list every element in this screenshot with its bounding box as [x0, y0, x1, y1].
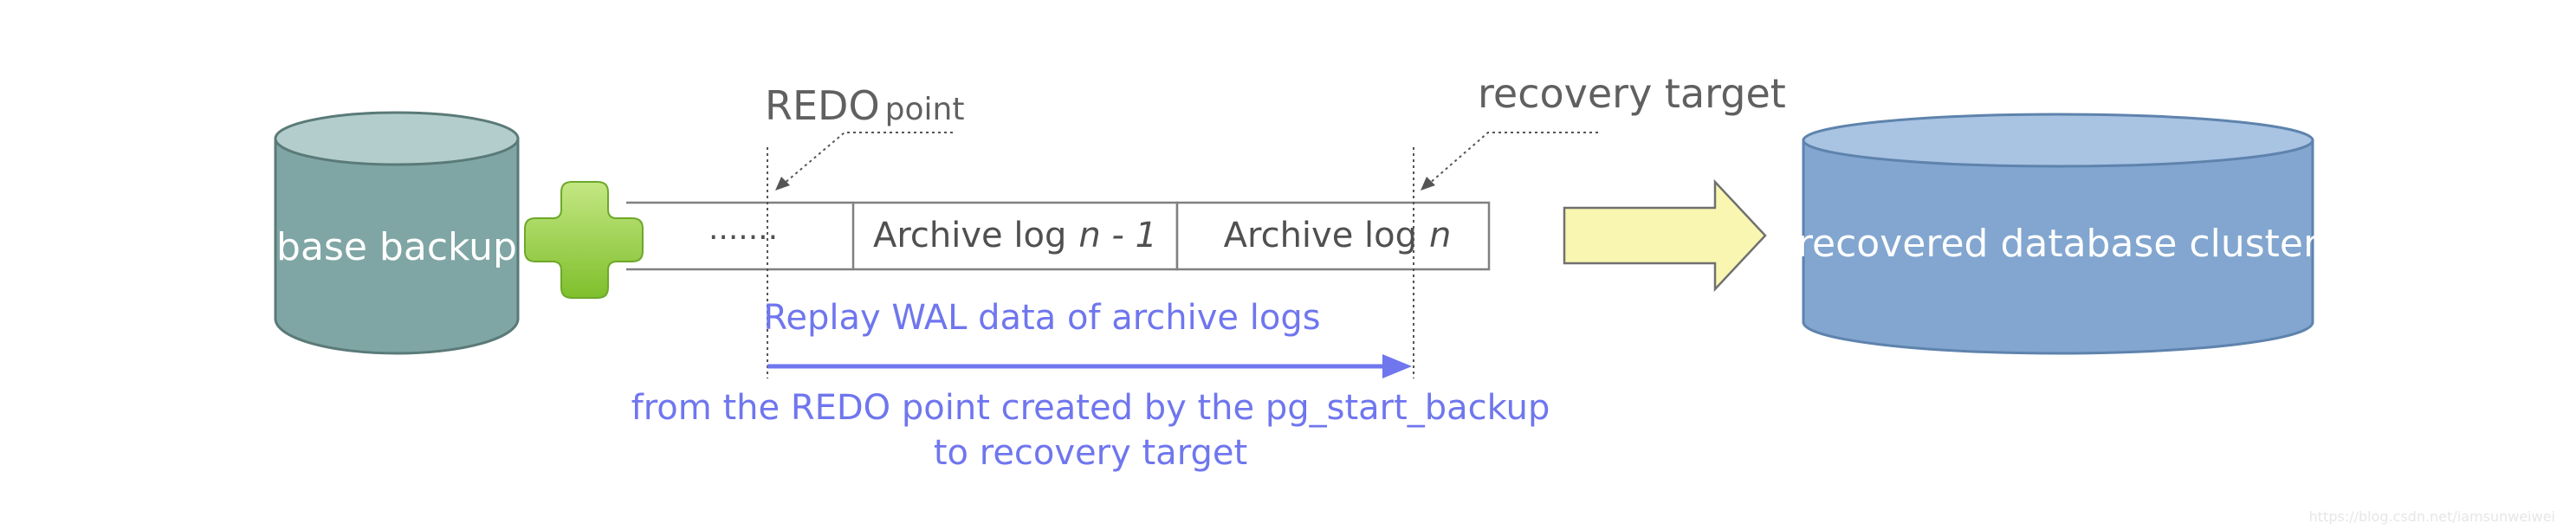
big-right-arrow [1563, 178, 1767, 293]
archive-log-n-box [1175, 201, 1491, 271]
base-backup-top [274, 111, 520, 166]
redo-point-callout-arrowhead [775, 177, 790, 191]
base-backup-cylinder: base backup [274, 111, 520, 355]
plus-icon [524, 181, 644, 299]
archive-log-n-minus-1-box [851, 201, 1179, 271]
recovery-target-label: recovery target [1478, 70, 1786, 117]
recovered-database-label: recovered database cluster [1797, 222, 2320, 266]
replay-arrow-head [1382, 354, 1412, 378]
base-backup-body [274, 137, 520, 355]
archive-dots: ······· [709, 220, 778, 255]
replay-wal-label: Replay WAL data of archive logs [763, 298, 1320, 338]
recovered-database-cylinder: recovered database cluster [1797, 113, 2320, 355]
recovered-database-top [1802, 113, 2314, 168]
recovery-target-callout [1428, 132, 1598, 184]
watermark-text: https://blog.csdn.net/iamsunweiwei [2309, 508, 2555, 525]
replay-to-text: to recovery target [934, 433, 1247, 473]
recovery-target-callout-arrowhead [1421, 177, 1435, 191]
base-backup-label: base backup [276, 225, 517, 269]
replay-wal-annotation: Replay WAL data of archive logs from the… [631, 298, 1550, 473]
redo-point-callout [783, 132, 953, 184]
recovery-target-marker: recovery target [1413, 70, 1786, 378]
replay-from-text: from the REDO point created by the pg_st… [631, 388, 1550, 428]
recovered-database-body [1802, 139, 2314, 355]
